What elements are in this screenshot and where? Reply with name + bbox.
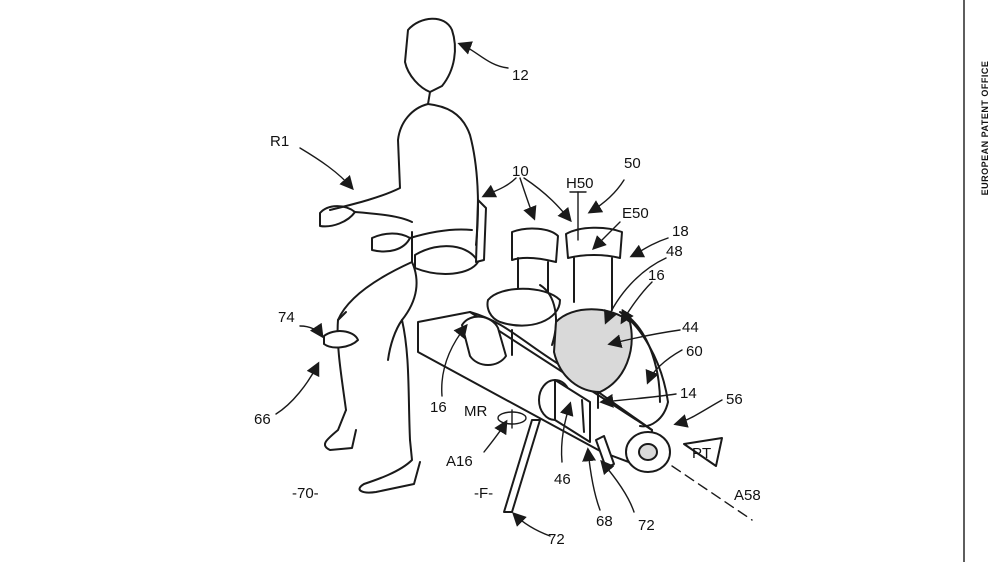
label-a58: A58 xyxy=(734,487,761,504)
label-r1: R1 xyxy=(270,133,289,150)
label-44: 44 xyxy=(682,319,699,336)
label-46: 46 xyxy=(554,471,571,488)
label-60: 60 xyxy=(686,343,703,360)
label-68: 68 xyxy=(596,513,613,530)
label-12: 12 xyxy=(512,67,529,84)
label-h50: H50 xyxy=(566,175,594,192)
label-72-bottom: 72 xyxy=(548,531,565,548)
label-72-right: 72 xyxy=(638,517,655,534)
foot-rest xyxy=(324,331,358,347)
seat-rear xyxy=(415,200,486,274)
label-e50: E50 xyxy=(622,205,649,222)
label-16-left: 16 xyxy=(430,399,447,416)
label-56: 56 xyxy=(726,391,743,408)
label-a16: A16 xyxy=(446,453,473,470)
label-mr: MR xyxy=(464,403,487,420)
side-text-epo: EUROPEAN PATENT OFFICE xyxy=(980,61,990,196)
label-50: 50 xyxy=(624,155,641,172)
label-f: -F- xyxy=(474,485,493,502)
label-pt: PT xyxy=(692,445,711,462)
label-70: -70- xyxy=(292,485,319,502)
label-18: 18 xyxy=(672,223,689,240)
label-66: 66 xyxy=(254,411,271,428)
label-48: 48 xyxy=(666,243,683,260)
label-74: 74 xyxy=(278,309,295,326)
rotation-indicator xyxy=(498,410,526,428)
label-16-right: 16 xyxy=(648,267,665,284)
label-14: 14 xyxy=(680,385,697,402)
label-10: 10 xyxy=(512,163,529,180)
